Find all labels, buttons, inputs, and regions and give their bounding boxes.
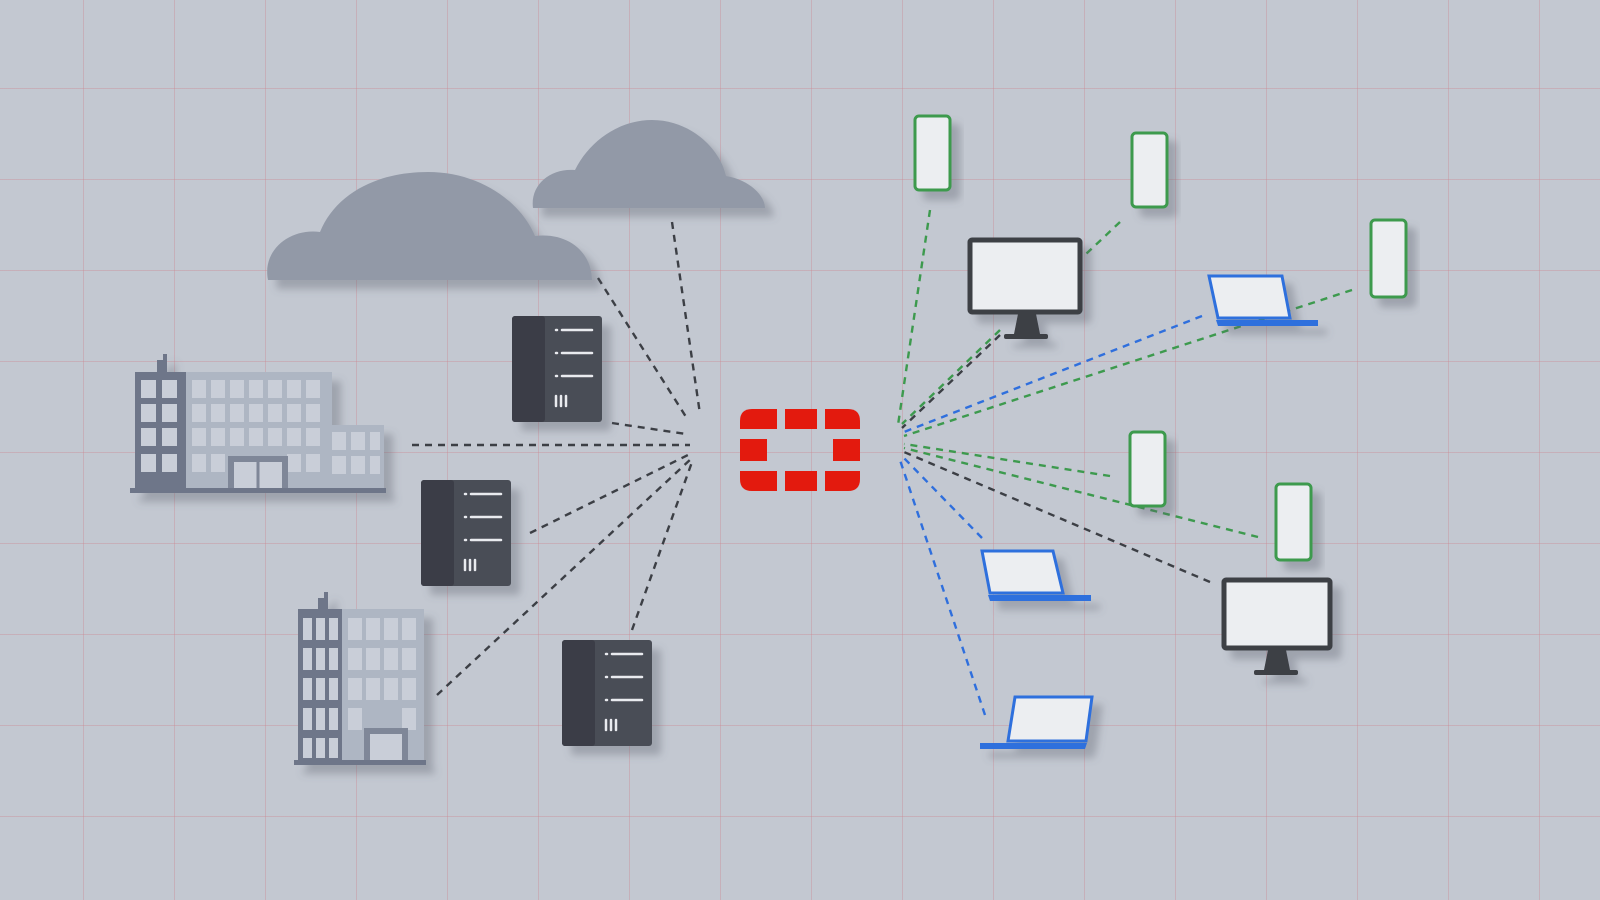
link-laptop-2 [901, 455, 983, 539]
server-2 [421, 480, 511, 586]
link-building-2 [436, 457, 693, 696]
link-laptop-3 [898, 459, 987, 716]
link-server-3 [630, 461, 694, 631]
link-phone-5 [903, 446, 1259, 539]
laptop-1 [1207, 274, 1318, 326]
link-laptop-1 [903, 314, 1203, 434]
monitor-1 [967, 237, 1083, 339]
link-phone-2-lower [901, 329, 1001, 425]
phone-2 [1130, 131, 1169, 209]
cloud-small [532, 120, 765, 208]
phone-1 [913, 114, 952, 192]
server-1 [512, 316, 602, 422]
office-building-1 [130, 354, 386, 493]
server-3 [562, 640, 652, 746]
link-server-1 [611, 421, 687, 436]
link-cloud-2 [670, 221, 702, 415]
phone-3 [1369, 218, 1408, 299]
phone-4 [1128, 430, 1167, 508]
link-phone-4 [903, 442, 1111, 478]
link-phone-2 [1085, 221, 1121, 255]
monitor-2 [1221, 577, 1333, 675]
laptop-2 [980, 549, 1091, 601]
link-server-2 [529, 452, 691, 535]
link-phone-1 [896, 209, 932, 426]
office-building-2 [294, 592, 426, 765]
cloud-large [267, 172, 592, 280]
laptop-3 [980, 695, 1094, 749]
link-cloud-1 [596, 277, 690, 421]
phone-5 [1274, 482, 1313, 562]
link-monitor-1 [901, 334, 1001, 429]
fortinet-logo-icon [740, 409, 860, 491]
link-monitor-2 [903, 450, 1211, 584]
